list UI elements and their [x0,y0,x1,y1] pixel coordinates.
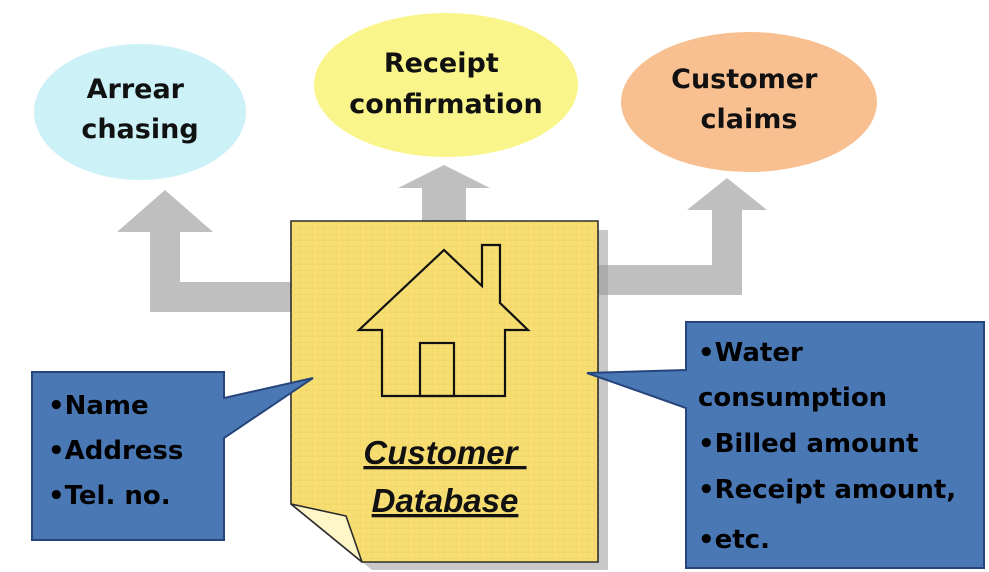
claims-line-1: Customer [671,64,818,95]
customer-database-document: Customer Database [290,220,608,570]
right-callout-item-4: •Receipt amount, [698,475,956,505]
receipt-line-1: Receipt [384,48,499,79]
arrow-to-arrear-chasing [117,190,295,312]
ellipse-receipt-shape [314,13,578,157]
ellipse-arrear-chasing: Arrear chasing [34,44,246,180]
left-callout-item-2: •Address [48,436,183,466]
arrear-line-1: Arrear [87,74,185,105]
receipt-line-2: confirmation [349,89,542,120]
left-callout-box [31,371,314,541]
left-callout: •Name •Address •Tel. no. [31,371,314,541]
right-callout-item-3: •Billed amount [698,429,918,459]
svg-text:Customer claims: Customer claims [671,64,827,135]
ellipse-claims-shape [621,32,877,172]
arrow-to-receipt-confirmation [398,165,490,222]
flow-arrows [117,165,767,312]
database-title-line-2: Database [372,482,519,519]
svg-text:Customer Database: Customer Database [363,434,526,519]
right-callout: •Water consumption •Billed amount •Recei… [586,321,985,569]
right-callout-item-1: •Water [698,338,803,368]
ellipse-customer-claims: Customer claims [621,32,877,172]
ellipse-receipt-confirmation: Receipt confirmation [314,13,578,157]
left-callout-item-1: •Name [48,391,149,421]
database-title-line-1: Customer [363,434,519,471]
right-callout-box [586,321,985,569]
arrear-line-2: chasing [81,114,198,145]
claims-line-2: claims [701,104,798,135]
arrow-to-customer-claims [590,178,767,295]
database-page-fold [290,503,363,563]
svg-text:•Water consumption: •Water consumption •Billed amount •Recei… [698,338,965,555]
right-callout-item-2: consumption [698,383,887,413]
house-icon [356,243,531,398]
right-callout-item-5: •etc. [698,525,770,555]
svg-text:Arrear chasing: Arrear chasing [81,74,198,145]
database-page-grid [291,221,598,562]
svg-text:•Name •Address •Te: •Name •Address •Tel. no. [48,391,192,511]
left-callout-item-3: •Tel. no. [48,481,171,511]
ellipse-arrear-shape [34,44,246,180]
svg-text:Receipt confirmation: Receipt confirmation [349,48,542,120]
